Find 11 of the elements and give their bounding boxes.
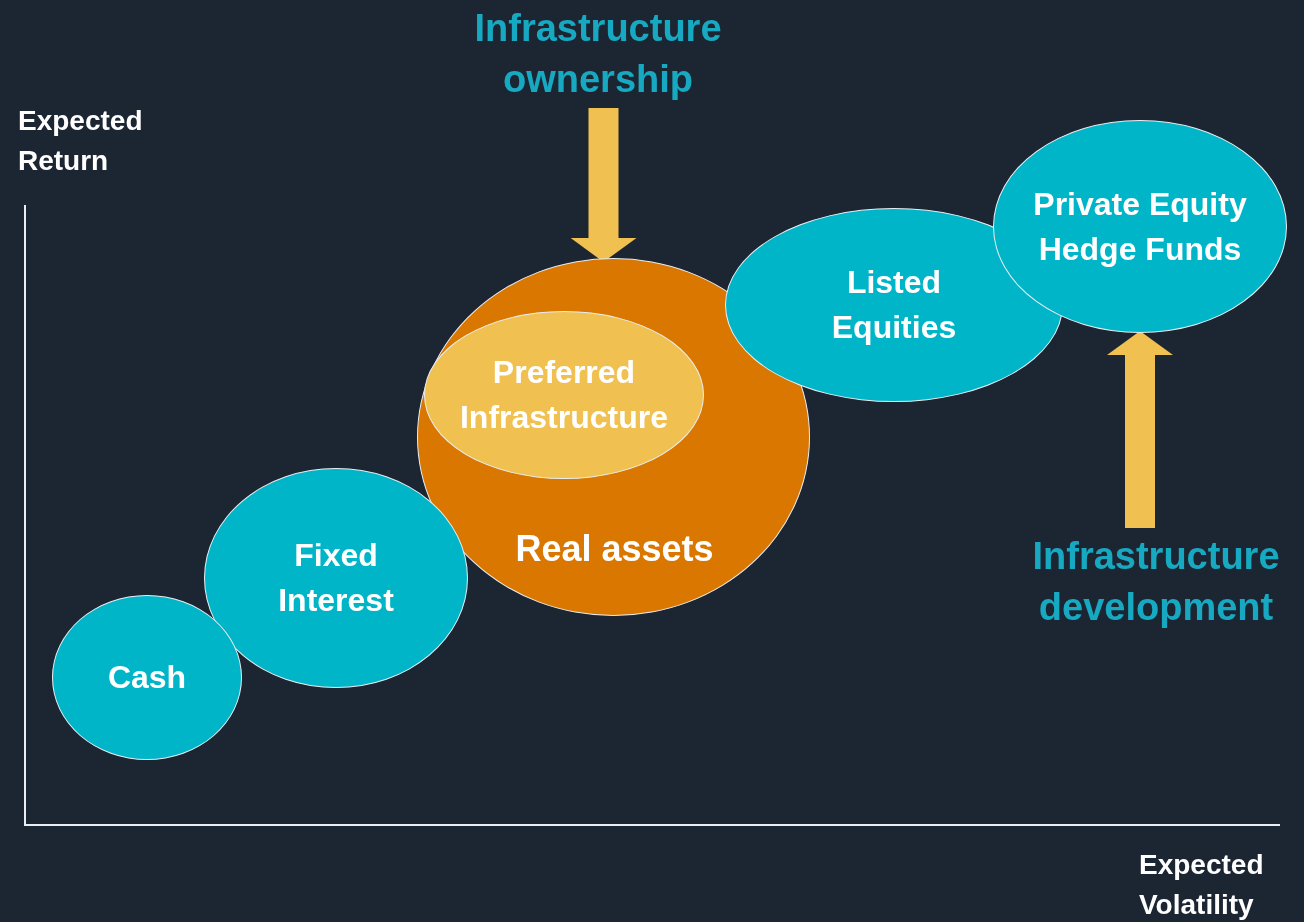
- node-label: Preferred Infrastructure: [458, 353, 669, 437]
- node-label: Fixed Interest: [277, 536, 395, 620]
- node-label: Infrastructure development: [1031, 533, 1281, 630]
- axis-label: Expected Return: [18, 104, 144, 178]
- node-label: Infrastructure ownership: [473, 5, 723, 102]
- node-label: Private Equity Hedge Funds: [1032, 184, 1248, 269]
- axis-label: Expected Volatility: [1139, 848, 1265, 922]
- block-arrow: [1107, 331, 1173, 528]
- node-label: Cash: [106, 658, 188, 698]
- node-label: Real assets: [514, 531, 715, 567]
- node-label: Listed Equities: [830, 263, 958, 347]
